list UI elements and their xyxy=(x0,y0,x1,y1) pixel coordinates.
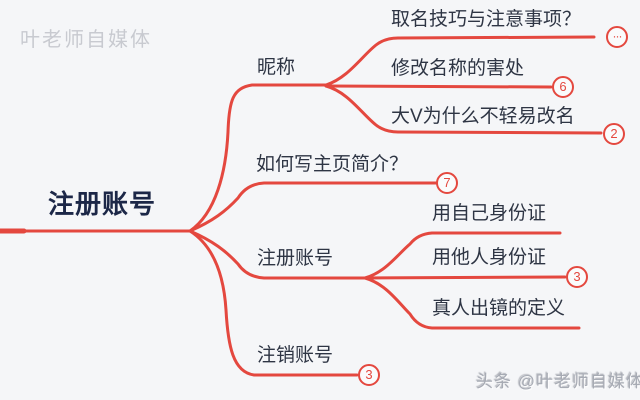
node-bigv-rename[interactable]: 大V为什么不轻易改名 xyxy=(391,106,575,127)
root-node[interactable]: 注册账号 xyxy=(48,189,157,219)
node-other-id[interactable]: 用他人身份证 xyxy=(432,247,547,268)
edge-leaf-bigv-rename xyxy=(324,84,603,135)
node-cancel-account[interactable]: 注销账号 xyxy=(257,345,334,366)
watermark-bottom-right: 头条 @叶老师自媒体 xyxy=(476,372,640,391)
badge-rename-harm-count[interactable]: 6 xyxy=(552,76,574,98)
node-rename-harm[interactable]: 修改名称的害处 xyxy=(391,58,525,79)
edge-leaf-naming-tips xyxy=(324,35,596,87)
edge-branch-nickname xyxy=(188,83,328,233)
edge-leaf-real-person xyxy=(363,276,581,330)
edge-branch-register xyxy=(188,229,367,280)
badge-naming-tips-count[interactable]: ··· xyxy=(606,26,628,48)
badge-profile-intro-count[interactable]: 7 xyxy=(436,172,458,194)
node-profile-intro[interactable]: 如何写主页简介？ xyxy=(256,154,409,175)
edge-leaf-own-id xyxy=(363,231,562,280)
node-real-person[interactable]: 真人出镜的定义 xyxy=(432,298,566,319)
badge-bigv-rename-count[interactable]: 2 xyxy=(603,123,625,145)
edge-branch-cancel xyxy=(188,229,359,377)
edge-leaf-rename-harm xyxy=(324,84,553,89)
node-own-id[interactable]: 用自己身份证 xyxy=(432,203,547,224)
node-naming-tips[interactable]: 取名技巧与注意事项？ xyxy=(391,9,582,30)
node-register[interactable]: 注册账号 xyxy=(257,248,334,269)
edge-branch-profile-intro xyxy=(188,181,438,233)
badge-cancel-account-count[interactable]: 3 xyxy=(358,364,380,386)
watermark-top-left: 叶老师自媒体 xyxy=(20,29,152,51)
badge-other-id-count[interactable]: 3 xyxy=(566,266,588,288)
edge-leaf-other-id xyxy=(363,275,567,280)
node-nickname[interactable]: 昵称 xyxy=(257,57,296,78)
